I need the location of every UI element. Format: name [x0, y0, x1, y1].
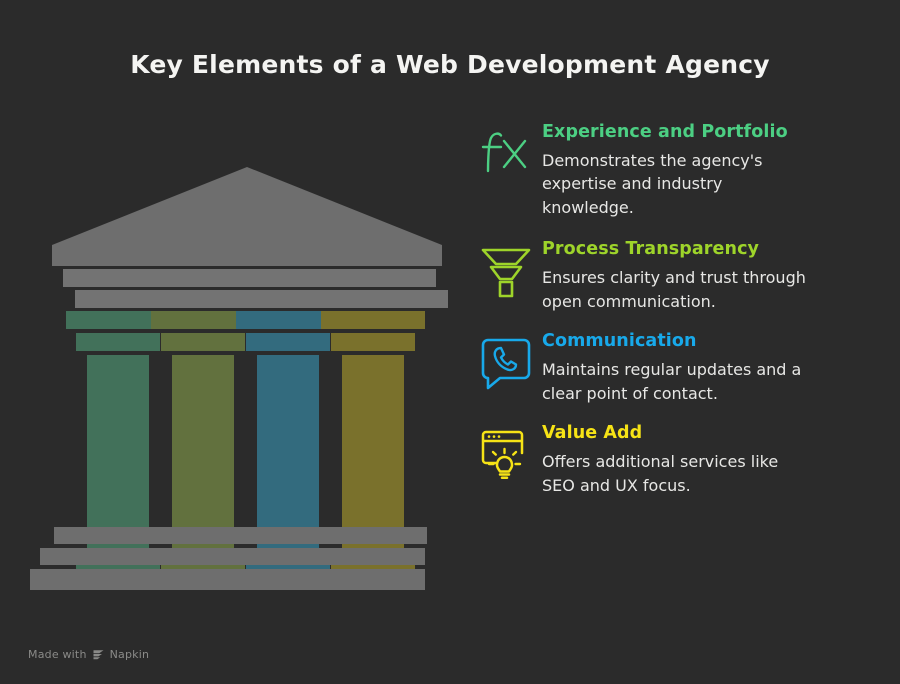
- list-item-description: Maintains regular updates and a clear po…: [542, 360, 802, 403]
- list-item-value-add: Value Add Offers additional services lik…: [472, 423, 872, 497]
- temple-architrave-2: [75, 290, 448, 308]
- napkin-chevron-logo: [92, 648, 105, 661]
- list-item-heading: Value Add: [542, 423, 643, 444]
- temple-step-3: [27, 569, 425, 595]
- list-item-content: Process Transparency Ensures clarity and…: [542, 239, 872, 313]
- temple-architrave-1: [63, 269, 436, 287]
- temple-pillar-2: [151, 311, 255, 592]
- made-with-label: Made with: [28, 648, 87, 661]
- napkin-brand-label: Napkin: [109, 648, 150, 661]
- key-elements-list: Experience and Portfolio Demonstrates th…: [472, 122, 872, 507]
- temple-step-2: [40, 548, 425, 565]
- fx-function-icon: [478, 126, 534, 182]
- list-item-description: Offers additional services like SEO and …: [542, 452, 779, 495]
- greek-temple-illustration: [27, 150, 470, 595]
- list-item-communication: Communication Maintains regular updates …: [472, 331, 872, 405]
- list-item-process-transparency: Process Transparency Ensures clarity and…: [472, 239, 872, 313]
- list-item-heading: Process Transparency: [542, 239, 760, 260]
- list-item-content: Experience and Portfolio Demonstrates th…: [542, 122, 872, 219]
- list-item-description: Demonstrates the agency's expertise and …: [542, 150, 763, 217]
- list-item-heading: Communication: [542, 331, 697, 352]
- temple-step-1: [54, 527, 427, 544]
- browser-lightbulb-icon: [478, 427, 534, 483]
- phone-chat-bubble-icon: [478, 335, 534, 391]
- list-item-experience-and-portfolio: Experience and Portfolio Demonstrates th…: [472, 122, 872, 219]
- list-item-content: Communication Maintains regular updates …: [542, 331, 872, 405]
- list-item-description: Ensures clarity and trust through open c…: [542, 268, 806, 311]
- funnel-icon: [478, 243, 534, 299]
- list-item-heading: Experience and Portfolio: [542, 122, 788, 142]
- made-with-napkin-attribution: Made with Napkin: [28, 648, 149, 661]
- list-item-content: Value Add Offers additional services lik…: [542, 423, 872, 497]
- page-title: Key Elements of a Web Development Agency: [130, 50, 770, 79]
- temple-pediment: [52, 167, 442, 266]
